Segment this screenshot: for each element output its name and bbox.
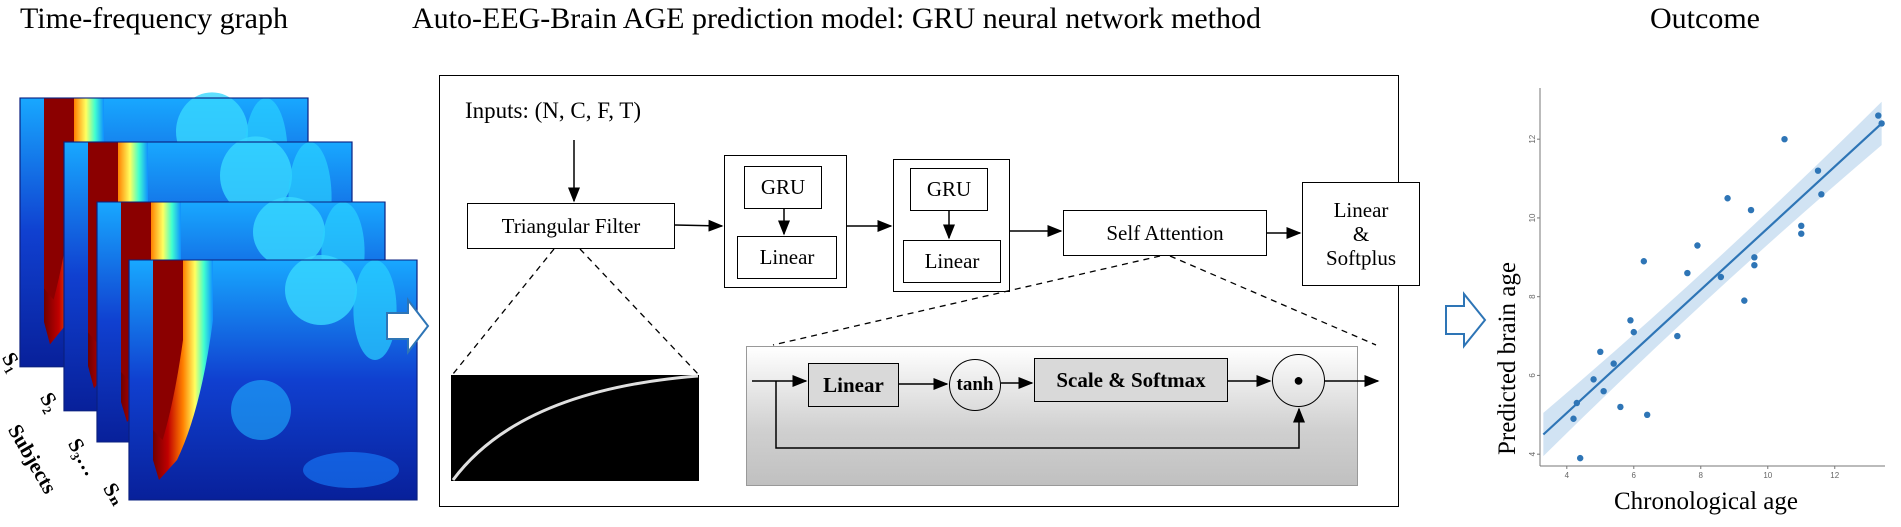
scatter-point <box>1600 387 1607 395</box>
output-label-line3: Softplus <box>1325 246 1396 271</box>
linear-node-1: Linear <box>737 236 837 279</box>
title-time-frequency: Time-frequency graph <box>20 2 288 35</box>
scatter-points <box>1570 112 1885 462</box>
x-axis-label: Chronological age <box>1614 488 1798 515</box>
linear-softplus-node: Linear & Softplus <box>1302 182 1420 286</box>
filter-preview-bg <box>451 375 699 481</box>
dashed-filter-right <box>579 248 699 375</box>
gru-node-1: GRU <box>744 166 822 209</box>
scatter-point <box>1818 191 1825 198</box>
product-symbol: ● <box>1293 370 1304 390</box>
scatter-point <box>1751 254 1758 261</box>
inputs-label: Inputs: (N, C, F, T) <box>465 98 641 123</box>
arrow-filter-to-gru1 <box>674 219 724 232</box>
scatter-point <box>1781 135 1788 143</box>
scatter-point <box>1798 230 1805 237</box>
scatter-point <box>1798 222 1805 230</box>
scatter-point <box>1814 167 1822 174</box>
y-tick-label: 12 <box>1528 134 1537 143</box>
x-tick-label: 4 <box>1565 471 1570 480</box>
filter-curve <box>451 374 699 481</box>
gru-node-2: GRU <box>910 168 988 211</box>
x-tick-label: 10 <box>1763 471 1772 480</box>
title-outcome: Outcome <box>1650 2 1760 35</box>
scatter-point <box>1875 112 1882 119</box>
linear-label-2: Linear <box>924 249 980 274</box>
scatter-point <box>1570 415 1577 422</box>
scatter-point <box>1573 399 1581 407</box>
triangular-filter-label: Triangular Filter <box>501 213 641 238</box>
scatter-point <box>1724 195 1731 202</box>
linear-node-2: Linear <box>903 240 1001 283</box>
scatter-point <box>1878 120 1885 127</box>
y-tick-label: 4 <box>1528 451 1537 456</box>
scatter-point <box>1610 360 1617 367</box>
product-node: ● <box>1272 354 1325 407</box>
scatter-point <box>1751 261 1758 269</box>
y-tick-label: 6 <box>1528 373 1537 378</box>
self-attention-node: Self Attention <box>1063 210 1267 256</box>
output-label-line1: Linear <box>1333 197 1389 222</box>
dashed-attention-right <box>1169 255 1377 346</box>
fit-line <box>1542 122 1883 436</box>
scatter-ticks: 4 6 8 10 12 4 6 8 10 12 <box>1528 134 1840 480</box>
arrow-residual <box>775 381 1305 449</box>
block-arrow-left <box>386 297 430 355</box>
title-model: Auto-EEG-Brain AGE prediction model: GRU… <box>412 2 1261 35</box>
scatter-axes <box>1539 88 1885 467</box>
scatter-point <box>1617 403 1624 411</box>
scatter-point <box>1674 332 1681 340</box>
scatter-point <box>1643 411 1651 419</box>
linear-label-1: Linear <box>759 245 815 270</box>
dashed-filter-left <box>452 248 555 375</box>
scatter-point <box>1597 348 1604 356</box>
x-tick-label: 12 <box>1830 471 1839 480</box>
y-tick-label: 10 <box>1528 213 1537 222</box>
attention-linear-node: Linear <box>808 363 899 407</box>
y-tick-label: 8 <box>1528 294 1537 299</box>
scatter-point <box>1694 242 1701 249</box>
scatter-point <box>1747 206 1755 214</box>
tanh-node: tanh <box>949 359 1001 411</box>
block-arrow-right <box>1445 291 1487 349</box>
scale-softmax-node: Scale & Softmax <box>1034 358 1228 402</box>
attention-linear-label: Linear <box>823 372 884 397</box>
x-tick-label: 8 <box>1699 471 1704 480</box>
scale-softmax-label: Scale & Softmax <box>1056 367 1206 392</box>
x-tick-label: 6 <box>1632 471 1637 480</box>
tanh-label: tanh <box>956 374 994 395</box>
scatter-point <box>1640 258 1648 265</box>
dashed-attention-left <box>772 255 1161 346</box>
scatter-point <box>1630 328 1637 336</box>
scatter-point <box>1590 376 1597 383</box>
gru-label-2: GRU <box>926 177 972 202</box>
output-label-line2: & <box>1352 221 1370 246</box>
triangular-filter-node: Triangular Filter <box>467 203 675 249</box>
self-attention-label: Self Attention <box>1106 220 1224 245</box>
scatter-point <box>1627 317 1634 324</box>
scatter-point <box>1717 273 1725 281</box>
scatter-point <box>1576 454 1584 462</box>
regression-line <box>1542 122 1883 436</box>
scatter-point <box>1684 269 1691 277</box>
gru-label-1: GRU <box>760 175 806 200</box>
scatter-point <box>1741 297 1748 304</box>
